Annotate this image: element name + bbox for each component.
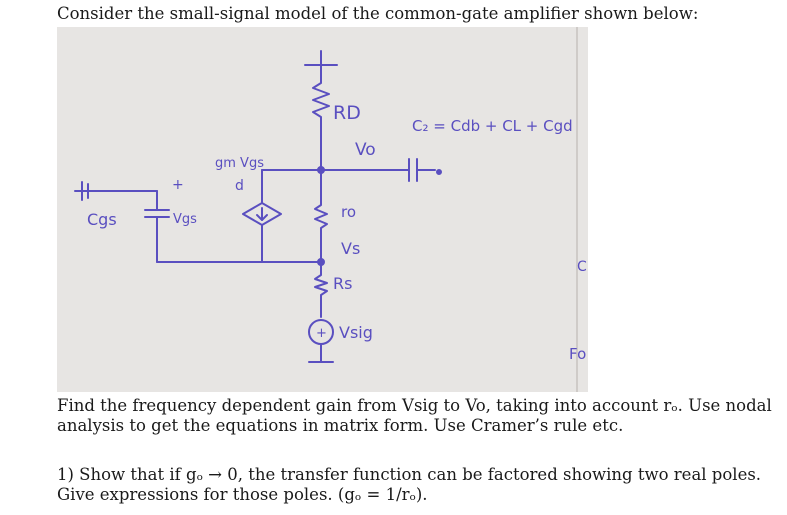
- circuit-photo: RD Vo C₂ = Cdb + CL + Cgd gm Vgs d ro Vs…: [57, 27, 588, 392]
- vgs-label: Vgs: [173, 212, 197, 227]
- edge-fo-label: Fo: [569, 345, 586, 363]
- vs-label: Vs: [341, 239, 360, 258]
- rs-label: Rs: [333, 274, 352, 293]
- vgs-plus-label: +: [172, 177, 184, 193]
- rd-label: RD: [333, 102, 361, 124]
- intro-text: Consider the small-signal model of the c…: [57, 4, 699, 23]
- question1-line1: 1) Show that if gₒ → 0, the transfer fun…: [57, 465, 762, 484]
- gm-label: gm Vgs: [215, 156, 264, 171]
- question1-line2: Give expressions for those poles. (gₒ = …: [57, 485, 428, 504]
- task-text-line1: Find the frequency dependent gain from V…: [57, 396, 772, 415]
- vsig-label: Vsig: [339, 323, 373, 342]
- drain-label: d: [235, 178, 244, 194]
- cgs-label: Cgs: [87, 210, 117, 229]
- ro-label: ro: [341, 203, 356, 221]
- vo-label: Vo: [355, 140, 376, 160]
- rs-resistor: [314, 261, 328, 318]
- vsig-plus: +: [316, 326, 327, 341]
- cl-label: C₂ = Cdb + CL + Cgd: [412, 117, 573, 135]
- rd-resistor: [312, 64, 330, 171]
- task-text-line2: analysis to get the equations in matrix …: [57, 416, 624, 435]
- edge-c-label: C: [577, 259, 587, 275]
- ro-resistor: [314, 169, 328, 263]
- circuit-diagram: RD Vo C₂ = Cdb + CL + Cgd gm Vgs d ro Vs…: [74, 27, 587, 392]
